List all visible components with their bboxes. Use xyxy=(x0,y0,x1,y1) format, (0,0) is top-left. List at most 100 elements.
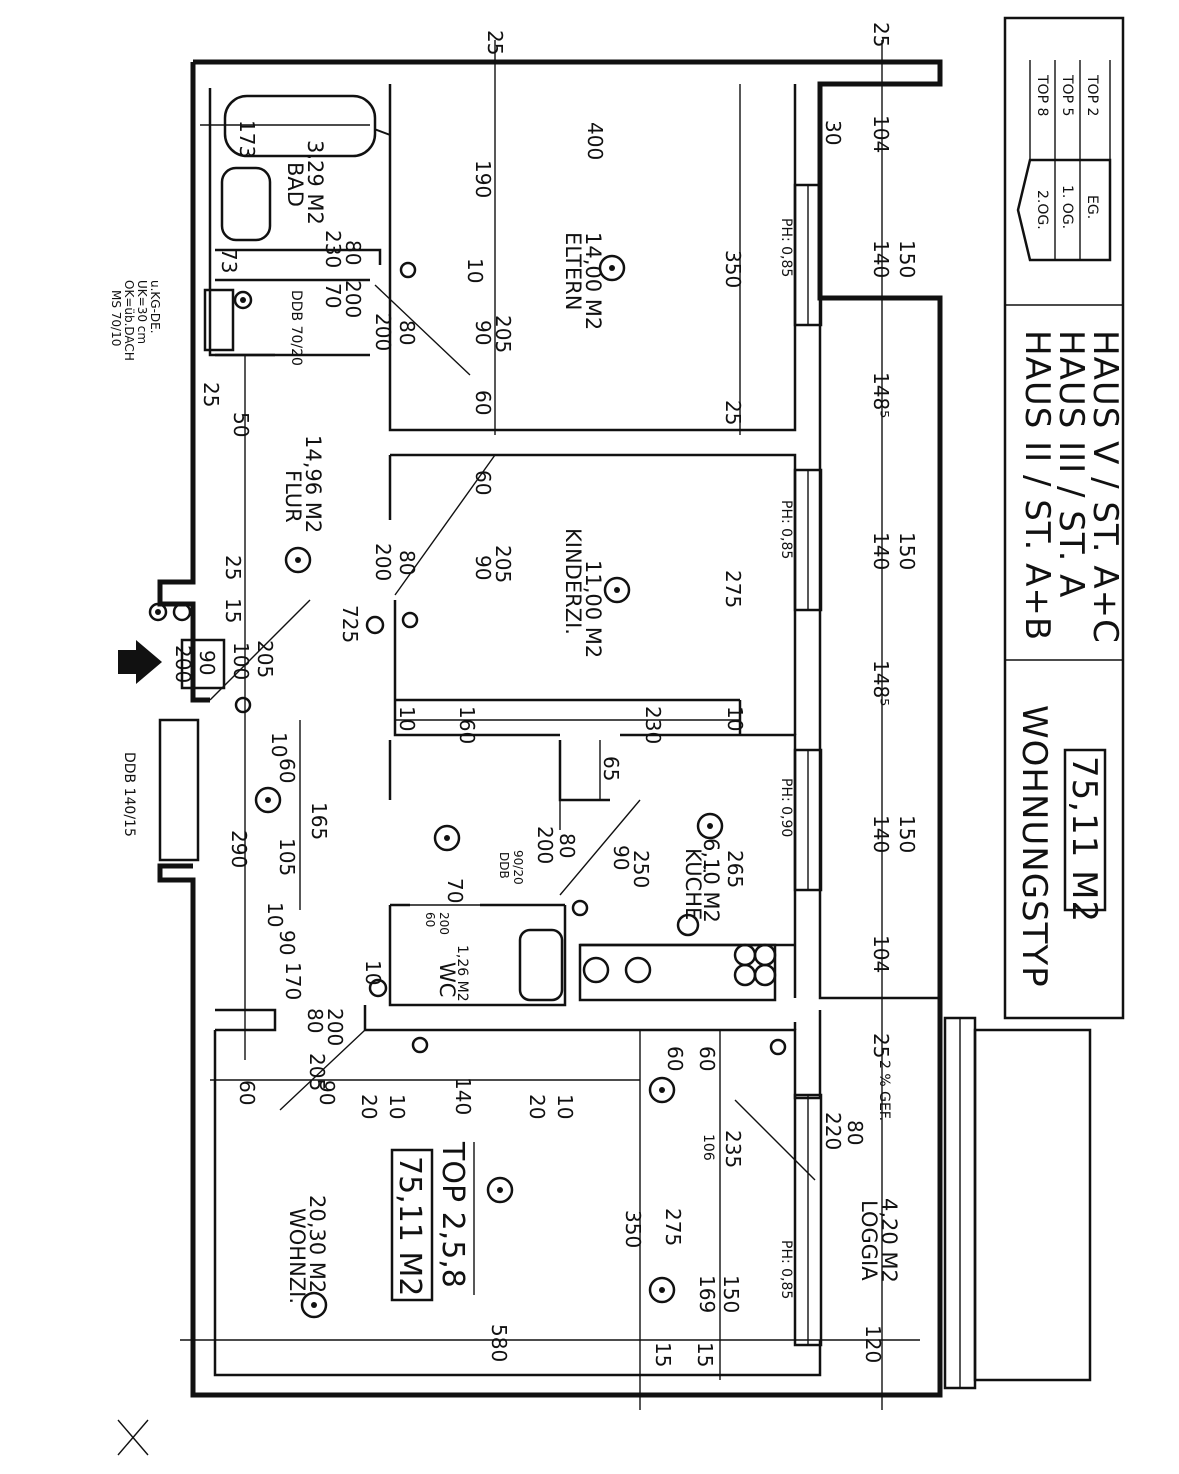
dim-t-1: 190 xyxy=(471,160,495,198)
ddb-wc-note-1: DDB xyxy=(497,852,511,879)
dim-misc-0: 30 xyxy=(821,120,845,145)
dim-t-7: 350 xyxy=(721,250,745,288)
dim-l-11: 10 xyxy=(263,902,287,927)
dim-r-4: 148⁵ xyxy=(869,372,893,418)
room-area-wohnzi: 20,30 M2 xyxy=(305,1195,329,1293)
chimney-note-4: u.KG-DE. xyxy=(148,280,162,334)
ddb-bath-note: DDB 70/20 xyxy=(288,290,304,366)
dim-k-1: 160 xyxy=(455,706,479,744)
top-3: TOP 2 xyxy=(1084,74,1100,116)
dim-m-4: 275 xyxy=(721,570,745,608)
text-layer: BAD 3,29 M2 ELTERN 14,00 M2 FLUR 14,96 M… xyxy=(109,16,1125,1367)
dim-w-3: 10 xyxy=(385,1094,409,1119)
door-10: 220 xyxy=(821,1112,845,1150)
dim-misc-4: 10 xyxy=(361,960,385,985)
dim-r-2: 140 xyxy=(869,240,893,278)
room-name-flur: FLUR xyxy=(281,470,305,523)
bathtub xyxy=(223,94,377,158)
floor-3: EG. xyxy=(1084,195,1100,219)
dim-l-9: 165 xyxy=(307,802,331,840)
outer-walls xyxy=(157,59,943,1398)
dim-k-5: 265 xyxy=(723,850,747,888)
dim-r-9: 150 xyxy=(895,815,919,853)
wc-bowl xyxy=(518,928,564,1002)
dim-w-14: 350 xyxy=(621,1210,645,1248)
room-name-loggia: LOGGIA xyxy=(857,1200,881,1281)
dim-w-8: 106 xyxy=(700,1134,716,1161)
dim-l-5: 205 xyxy=(253,640,277,678)
dim-w-4: 20 xyxy=(525,1094,549,1119)
washbasin xyxy=(220,166,272,242)
dim-k-3: 10 xyxy=(723,706,747,731)
balcony-railing xyxy=(973,1028,1092,1382)
door-0: 200 xyxy=(371,313,395,351)
dim-k-4: 65 xyxy=(599,756,623,781)
floor-1: 2.OG. xyxy=(1034,190,1050,230)
dim-l-0: 25 xyxy=(199,382,223,407)
dim-k-6: 90 xyxy=(609,845,633,870)
door-14: 60 xyxy=(423,912,437,927)
dim-l-8: 105 xyxy=(275,838,299,876)
dim-l-15: 200 xyxy=(323,1008,347,1046)
wohnungstyp-area: 75,11 M2 xyxy=(1064,756,1104,923)
window-ph-3: PH: 0,90 xyxy=(778,778,794,837)
dim-l-2: 25 xyxy=(221,555,245,580)
dim-l-14: 80 xyxy=(303,1008,327,1033)
dim-t-4: 205 xyxy=(491,315,515,353)
room-name-kueche: KÜCHE xyxy=(681,848,706,920)
door-13: 200 xyxy=(341,280,365,318)
unit-area: 75,11 M2 xyxy=(392,1156,427,1296)
chimney xyxy=(203,288,235,352)
dim-l-13: 170 xyxy=(281,962,305,1000)
dim-l-3: 15 xyxy=(221,598,245,623)
dim-m-2: 205 xyxy=(491,545,515,583)
dim-m-1: 90 xyxy=(471,555,495,580)
dim-w-5: 10 xyxy=(553,1094,577,1119)
dim-w-13: 580 xyxy=(487,1324,511,1362)
top-1: TOP 8 xyxy=(1034,74,1050,116)
dim-misc-1: 7 xyxy=(371,125,395,138)
dim-r-10: 104 xyxy=(869,935,893,973)
window-ph-1: PH: 0,85 xyxy=(778,218,794,277)
room-name-wc: WC xyxy=(435,962,459,997)
haus-line-1: HAUS II / ST. A+B xyxy=(1017,330,1057,641)
room-name-bath: BAD xyxy=(283,162,307,207)
gef-note: 2 % GEF. xyxy=(876,1060,892,1121)
room-area-wc: 1,26 M2 xyxy=(454,945,470,1002)
interior-walls xyxy=(215,84,822,1100)
doors xyxy=(209,284,816,1181)
dim-k-0: 10 xyxy=(395,706,419,731)
dim-m-3: 725 xyxy=(338,605,362,643)
floor-table: 2.OG. 1. OG. EG. TOP 8 TOP 5 TOP 2 xyxy=(1016,60,1112,262)
dim-misc-3: 400 xyxy=(583,122,607,160)
room-area-eltern: 14,00 M2 xyxy=(581,232,605,330)
dim-k-7: 250 xyxy=(629,850,653,888)
dim-w-12: 150 xyxy=(719,1275,743,1313)
dim-l-12: 90 xyxy=(275,930,299,955)
door-15: 200 xyxy=(437,912,451,935)
dim-l-1: 50 xyxy=(229,412,253,437)
fixtures xyxy=(203,94,777,1002)
dim-l-16: 205 xyxy=(305,1053,329,1091)
dim-t-0: 25 xyxy=(483,30,507,55)
kitchen-counter xyxy=(578,943,777,1002)
dim-t-5: 60 xyxy=(471,390,495,415)
room-area-bath: 3,29 M2 xyxy=(303,140,327,225)
chimney-note-1: MS 70/10 xyxy=(109,290,123,346)
dim-r-1: 104 xyxy=(869,115,893,153)
room-name-kinderzi: KINDERZI. xyxy=(561,528,585,635)
door-8: 230 xyxy=(321,230,345,268)
dim-t-6: 25 xyxy=(721,400,745,425)
dim-w-1: 140 xyxy=(451,1077,475,1115)
electrical-symbols xyxy=(148,254,787,1319)
window-ph-4: PH: 0,85 xyxy=(778,1240,794,1299)
top-2: TOP 5 xyxy=(1059,74,1075,116)
door-12: 70 xyxy=(321,283,345,308)
dim-misc-2: 73 xyxy=(217,248,241,273)
haus-line-2: HAUS III / ST. A xyxy=(1051,330,1091,598)
dim-k-2: 230 xyxy=(641,706,665,744)
dim-l-7: 60 xyxy=(275,758,299,783)
bathtub-size: 173 xyxy=(235,120,259,158)
dim-w-17: 120 xyxy=(861,1325,885,1363)
